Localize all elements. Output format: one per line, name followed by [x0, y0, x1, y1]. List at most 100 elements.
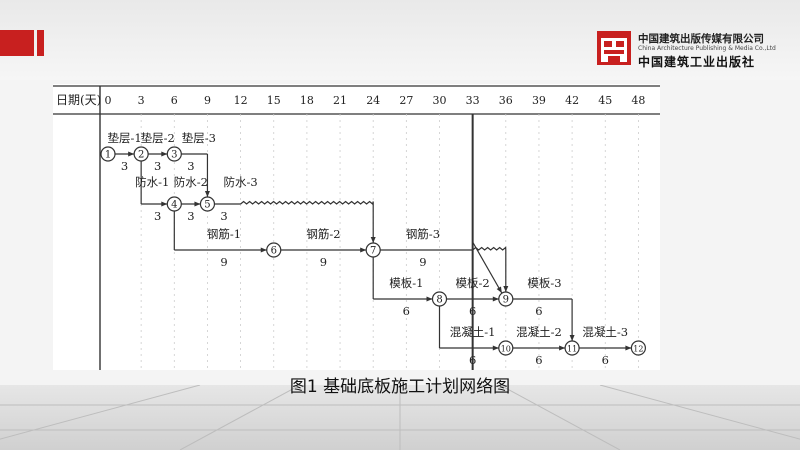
- activity-duration: 3: [121, 159, 128, 173]
- timescale-tick: 27: [399, 94, 413, 107]
- arrowhead: [360, 247, 367, 253]
- timescale-label: 日期(天): [56, 93, 101, 107]
- node-circle: [133, 146, 149, 162]
- activity-label: 垫层-3: [182, 131, 216, 145]
- node-circle: [630, 340, 647, 356]
- network-node: 10: [498, 340, 514, 356]
- timescale-tick: 3: [138, 94, 145, 107]
- arrowhead: [161, 201, 168, 207]
- publisher-name-en: China Architecture Publishing & Media Co…: [638, 45, 776, 52]
- arrowhead: [503, 286, 509, 292]
- timescale-tick: 9: [204, 94, 211, 107]
- node-circle: [166, 196, 182, 212]
- activity-duration: 3: [220, 209, 227, 223]
- network-node: 6: [266, 242, 282, 258]
- activity-label: 钢筋-1: [207, 227, 241, 241]
- activity-label: 混凝土-1: [450, 325, 496, 339]
- node-number: 12: [633, 345, 643, 354]
- background-floor: [0, 385, 800, 450]
- timescale-tick: 45: [598, 94, 612, 107]
- activity-duration: 6: [535, 304, 542, 318]
- network-node: 5: [199, 196, 216, 212]
- arrowhead: [260, 247, 267, 253]
- network-node: 12: [630, 340, 647, 356]
- network-node: 8: [431, 291, 448, 307]
- network-node: 7: [365, 242, 381, 258]
- timescale-tick: 42: [565, 94, 579, 107]
- publisher-logo: 中国建筑出版传媒有限公司 China Architecture Publishi…: [596, 30, 786, 72]
- timescale-tick: 36: [499, 94, 513, 107]
- activity-duration: 9: [419, 255, 426, 269]
- activity-duration: 6: [602, 353, 609, 367]
- publisher-calligraphy-name: 中国建筑工业出版社: [638, 55, 756, 69]
- node-circle: [199, 196, 216, 212]
- timescale-tick: 48: [631, 94, 645, 107]
- timescale-tick: 6: [171, 94, 178, 107]
- node-number: 9: [503, 295, 509, 306]
- timescale-tick: 30: [433, 94, 447, 107]
- node-number: 11: [567, 345, 577, 354]
- publisher-name: 中国建筑出版传媒有限公司: [638, 33, 764, 45]
- activity-label: 防水-1: [135, 175, 169, 189]
- node-number: 7: [370, 246, 376, 257]
- network-node: 1: [100, 146, 116, 162]
- activity-arrow: [472, 241, 503, 294]
- timescale-tick: 0: [105, 94, 112, 107]
- publisher-logo-icon: [597, 31, 631, 65]
- activity-label: 垫层-1: [107, 131, 141, 145]
- node-circle: [100, 146, 116, 162]
- activity-duration: 6: [403, 304, 410, 318]
- timescale-tick: 39: [532, 94, 546, 107]
- node-number: 10: [501, 345, 511, 354]
- node-circle: [365, 242, 381, 258]
- activity-duration: 6: [535, 353, 542, 367]
- arrowhead: [625, 345, 632, 351]
- timescale-tick: 33: [466, 94, 480, 107]
- arrowhead: [559, 345, 566, 351]
- node-number: 3: [171, 150, 177, 161]
- timescale-tick: 12: [234, 94, 248, 107]
- node-circle: [498, 291, 514, 307]
- timescale-tick: 18: [300, 94, 314, 107]
- activity-label: 模板-1: [389, 276, 423, 290]
- timescale-tick: 24: [366, 94, 380, 107]
- arrowhead: [569, 335, 575, 341]
- free-float-wavy-line: [240, 200, 374, 206]
- timescale-tick: 15: [267, 94, 281, 107]
- network-node: 2: [133, 146, 149, 162]
- node-circle: [498, 340, 514, 356]
- node-number: 1: [105, 150, 111, 161]
- network-node: 11: [564, 340, 580, 356]
- activity-duration: 9: [320, 255, 327, 269]
- activity-duration: 9: [220, 255, 227, 269]
- activity-duration: 6: [469, 304, 476, 318]
- node-circle: [266, 242, 282, 258]
- figure-caption: 图1 基础底板施工计划网络图: [289, 377, 511, 397]
- node-circle: [166, 146, 182, 162]
- activity-label: 防水-3: [223, 175, 257, 189]
- arrowhead: [492, 345, 499, 351]
- accent-bar: [0, 30, 34, 56]
- network-node: 4: [166, 196, 182, 212]
- activity-label: 钢筋-3: [406, 227, 440, 241]
- activity-label: 防水-2: [174, 175, 208, 189]
- activity-label: 模板-2: [456, 276, 490, 290]
- arrowhead: [496, 286, 502, 293]
- accent-bar-small: [37, 30, 44, 56]
- activity-label: 混凝土-3: [582, 325, 628, 339]
- arrowhead: [161, 151, 168, 157]
- arrowhead: [128, 151, 135, 157]
- node-number: 5: [204, 200, 210, 211]
- node-number: 8: [436, 295, 442, 306]
- timescale-tick: 21: [333, 94, 347, 107]
- activity-duration: 3: [154, 159, 161, 173]
- network-node: 9: [498, 291, 514, 307]
- activity-label: 钢筋-2: [306, 227, 340, 241]
- arrowhead: [370, 237, 376, 243]
- arrowhead: [194, 201, 201, 207]
- activity-label: 模板-3: [527, 276, 561, 290]
- activity-duration: 3: [187, 209, 194, 223]
- activity-label: 混凝土-2: [516, 325, 562, 339]
